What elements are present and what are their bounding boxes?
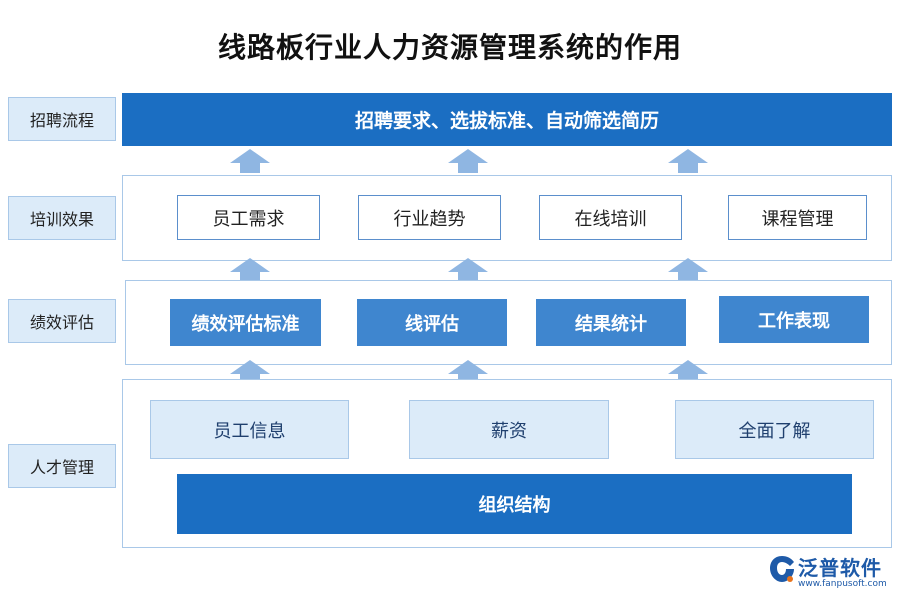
fanpu-logo-icon — [770, 556, 794, 582]
training-item-online-training: 在线培训 — [539, 195, 682, 240]
performance-item-standard: 绩效评估标准 — [170, 299, 321, 346]
talent-item-full-understanding: 全面了解 — [675, 400, 874, 459]
side-label-performance: 绩效评估 — [8, 299, 116, 343]
logo-name: 泛普软件 — [798, 556, 882, 580]
up-arrow-icon — [668, 360, 708, 384]
talent-item-salary: 薪资 — [409, 400, 609, 459]
performance-item-result-stats: 结果统计 — [536, 299, 686, 346]
up-arrow-icon — [448, 360, 488, 384]
training-item-course-management: 课程管理 — [728, 195, 867, 240]
recruit-banner: 招聘要求、选拔标准、自动筛选简历 — [122, 93, 892, 146]
up-arrow-icon — [230, 149, 270, 173]
training-item-staff-needs: 员工需求 — [177, 195, 320, 240]
fanpu-logo: 泛普软件 www.fanpusoft.com — [768, 552, 894, 596]
up-arrow-icon — [668, 149, 708, 173]
logo-url: www.fanpusoft.com — [798, 579, 887, 589]
training-item-industry-trend: 行业趋势 — [358, 195, 501, 240]
org-structure-banner: 组织结构 — [177, 474, 852, 534]
side-label-training: 培训效果 — [8, 196, 116, 240]
up-arrow-icon — [448, 149, 488, 173]
up-arrow-icon — [230, 360, 270, 384]
diagram-title: 线路板行业人力资源管理系统的作用 — [217, 31, 682, 64]
talent-item-staff-info: 员工信息 — [150, 400, 349, 459]
performance-item-work-performance: 工作表现 — [719, 296, 869, 343]
up-arrow-icon — [668, 258, 708, 282]
performance-item-online-eval: 线评估 — [357, 299, 507, 346]
side-label-recruit: 招聘流程 — [8, 97, 116, 141]
up-arrow-icon — [230, 258, 270, 282]
up-arrow-icon — [448, 258, 488, 282]
side-label-talent: 人才管理 — [8, 444, 116, 488]
